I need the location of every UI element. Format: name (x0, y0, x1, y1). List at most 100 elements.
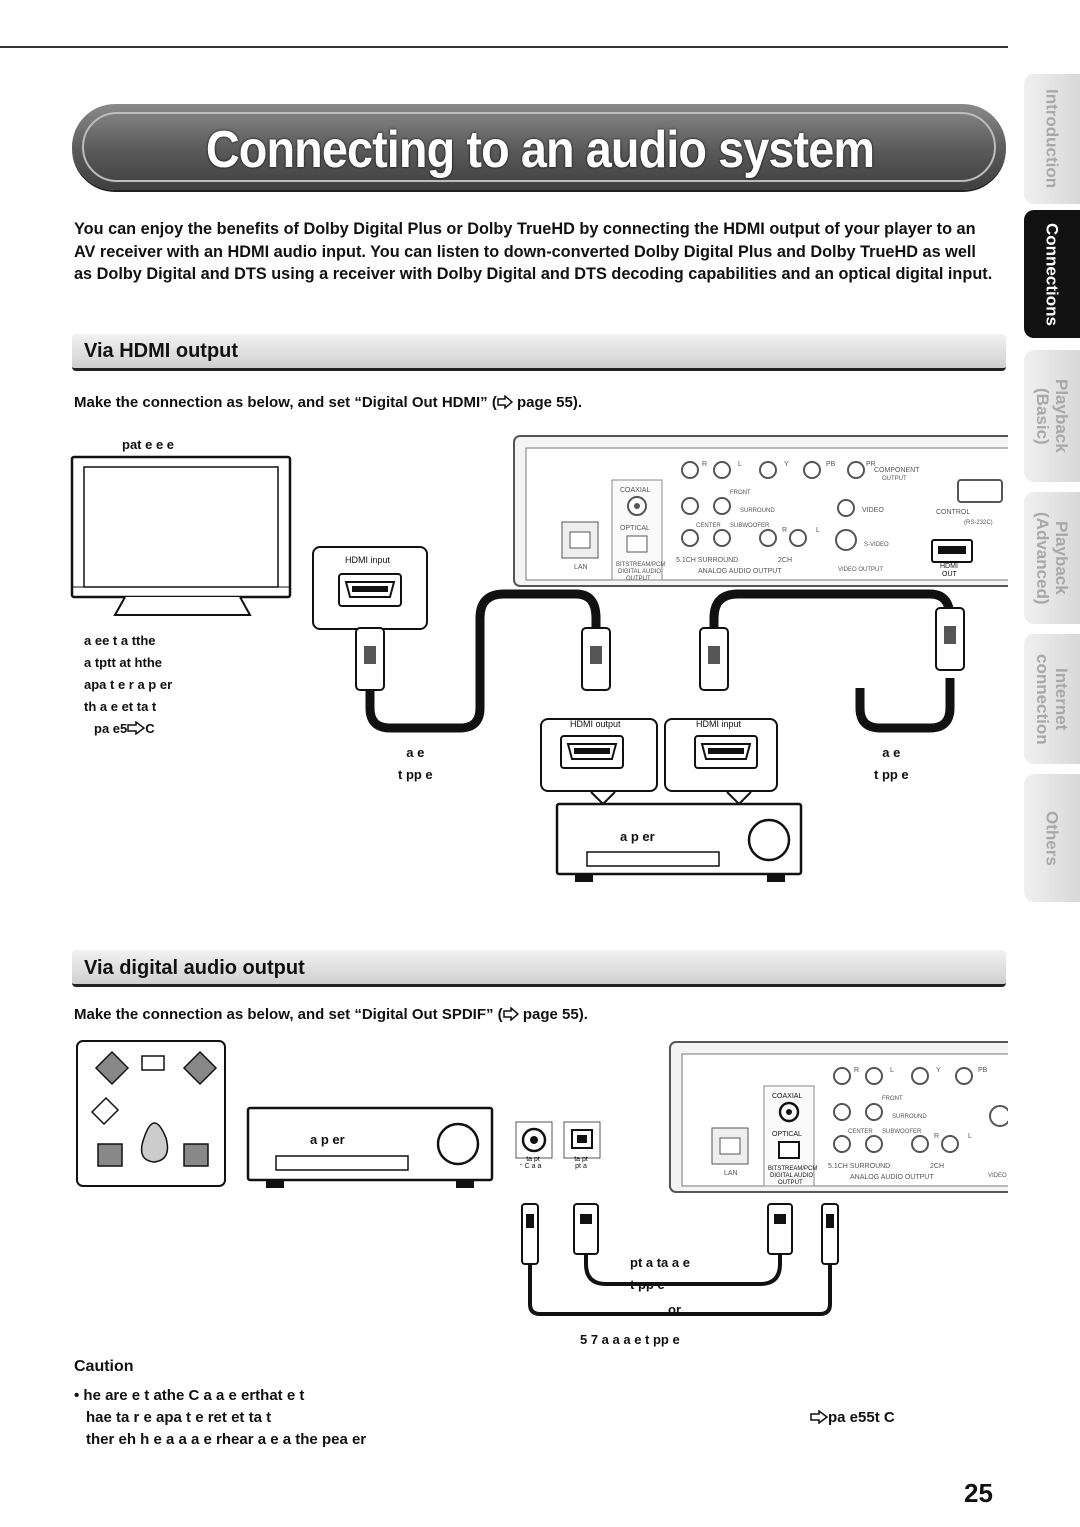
subwoofer-label: SUBWOOFER (730, 523, 770, 529)
tab-label: Connections (1042, 222, 1062, 326)
svg-text:R: R (782, 527, 787, 534)
cable-label-right: a e t pp e (874, 742, 909, 786)
svg-text:CENTER: CENTER (848, 1129, 873, 1135)
caution-line-2: hae ta r e apa t e ret et ta t pa e55t C (74, 1407, 944, 1429)
tab-connections[interactable]: Connections (1024, 210, 1080, 338)
caution-ref-text: pa e55t C (828, 1409, 895, 1426)
intro-paragraph: You can enjoy the benefits of Dolby Digi… (74, 220, 993, 283)
optical-cable-line: pt a ta a e (630, 1255, 690, 1270)
center-label: CENTER (696, 523, 721, 529)
player-rear-panel: LAN COAXIAL OPTICAL BITSTREAM/PCM DIGITA… (513, 435, 1008, 587)
svg-text:L: L (816, 527, 820, 534)
hdmi-label: HDMI (940, 563, 958, 570)
hdmi-section-bar (72, 334, 1006, 371)
lan-label: LAN (574, 564, 588, 571)
optical-label: OPTICAL (620, 525, 650, 532)
cable-label-line: t pp e (398, 767, 433, 782)
coax-cable-label: 5 7 a a a e t pp e (580, 1332, 680, 1347)
svg-text:Y: Y (936, 1067, 941, 1074)
coaxial-label: COAXIAL (620, 487, 650, 494)
tab-internet-connection[interactable]: Internet connection (1024, 634, 1080, 764)
av-receiver-illustration (555, 791, 803, 882)
av-receiver-illustration (246, 1106, 494, 1188)
tab-introduction[interactable]: Introduction (1024, 74, 1080, 204)
hdmi-section-heading: Via HDMI output (84, 340, 239, 362)
page-ref-arrow-icon (497, 394, 513, 410)
caution-line: hae ta r e apa t e ret et ta t (86, 1409, 272, 1426)
svg-text:VIDEO: VIDEO (988, 1173, 1007, 1179)
svg-text:FRONT: FRONT (882, 1096, 903, 1102)
hdmi-port-icon (338, 573, 402, 607)
tab-playback-advanced[interactable]: Playback (Advanced) (1024, 492, 1080, 624)
rs232-label: (RS-232C) (964, 520, 993, 526)
digital-audio-label: DIGITAL AUDIO (618, 569, 661, 575)
tv-note-suffix: C (145, 721, 155, 736)
svg-text:PR: PR (866, 461, 876, 468)
svg-text:2CH: 2CH (930, 1163, 944, 1170)
svg-text:R: R (934, 1133, 939, 1140)
page-ref-arrow-icon (810, 1409, 829, 1425)
or-label: or (668, 1302, 681, 1317)
caution-ref: pa e55t C (810, 1407, 895, 1429)
tv-note-line: th a e et ta t (84, 699, 157, 714)
tab-playback-basic[interactable]: Playback (Basic) (1024, 350, 1080, 482)
svg-text:Y: Y (784, 461, 789, 468)
svideo-label: S-VIDEO (864, 542, 889, 548)
tab-label: Playback (Basic) (1033, 379, 1071, 453)
opt-in-line: pt a (575, 1163, 587, 1170)
cable-label-left: a e t pp e (398, 742, 433, 786)
control-label: CONTROL (936, 509, 970, 516)
svg-text:SURROUND: SURROUND (892, 1114, 927, 1120)
tab-label: Playback (Advanced) (1033, 511, 1071, 605)
component-label: COMPONENT (874, 467, 920, 474)
tv-illustration (70, 455, 292, 616)
cable-label-line: t pp e (874, 767, 909, 782)
coax-in-label: ta pt C a a (518, 1156, 548, 1170)
2ch-label: 2CH (778, 557, 792, 564)
page-title: Connecting to an audio system (205, 121, 875, 179)
tv-hdmi-input-label: HDMI input (345, 555, 391, 565)
tv-label: pat e e e (122, 437, 175, 452)
tv-note-line: a tptt at hthe (84, 655, 162, 670)
51ch-label: 5.1CH SURROUND (676, 557, 738, 564)
svg-text:5.1CH SURROUND: 5.1CH SURROUND (828, 1163, 890, 1170)
caution-heading: Caution (74, 1358, 134, 1375)
coax-in-line: ta pt (526, 1156, 540, 1163)
optical-cable-label: pt a ta a e t pp e (630, 1252, 690, 1296)
cable-label-line: a e (882, 745, 901, 760)
analog-label: ANALOG AUDIO OUTPUT (698, 568, 782, 575)
svg-text:L: L (890, 1067, 894, 1074)
svg-text:L: L (738, 461, 742, 468)
caution-body: • he are e t athe C a a e erthat e t hae… (74, 1385, 944, 1451)
hdmi-instruction-suffix: page 55). (512, 394, 583, 411)
tv-note: a ee t a tthe a tptt at hthe apa t e r a… (84, 630, 172, 740)
svg-text:R: R (702, 461, 707, 468)
digital-cables (520, 1164, 839, 1316)
svg-text:PB: PB (978, 1067, 988, 1074)
video-output-label: VIDEO OUTPUT (838, 567, 883, 573)
cable-label-line: a e (406, 745, 425, 760)
receiver-hdmi-input-label: HDMI input (696, 719, 742, 729)
digital-section-heading: Via digital audio output (84, 957, 305, 979)
tab-label: Others (1042, 810, 1062, 866)
optical-label: OPTICAL (772, 1131, 802, 1138)
tv-note-line: a ee t a tthe (84, 633, 156, 648)
surround-label: SURROUND (740, 508, 775, 514)
tv-note-line: apa t e r a p er (84, 677, 173, 692)
hdmi-port-icon (694, 735, 758, 769)
video-label: VIDEO (862, 507, 884, 514)
top-rule (0, 46, 1008, 48)
component-output-label: OUTPUT (882, 476, 907, 482)
receiver-label: a p er (310, 1132, 345, 1147)
hdmi-out-label: OUT (942, 571, 958, 578)
receiver-label: a p er (620, 829, 655, 844)
tab-others[interactable]: Others (1024, 774, 1080, 902)
opt-in-line: ta pt (574, 1156, 588, 1163)
digital-section-bar (72, 950, 1006, 987)
front-label: FRONT (730, 490, 751, 496)
optical-cable-line: t pp e (630, 1277, 665, 1292)
receiver-digital-inputs (515, 1121, 601, 1159)
title-banner (72, 104, 1006, 190)
hdmi-instruction-prefix: Make the connection as below, and set “D… (74, 394, 497, 411)
